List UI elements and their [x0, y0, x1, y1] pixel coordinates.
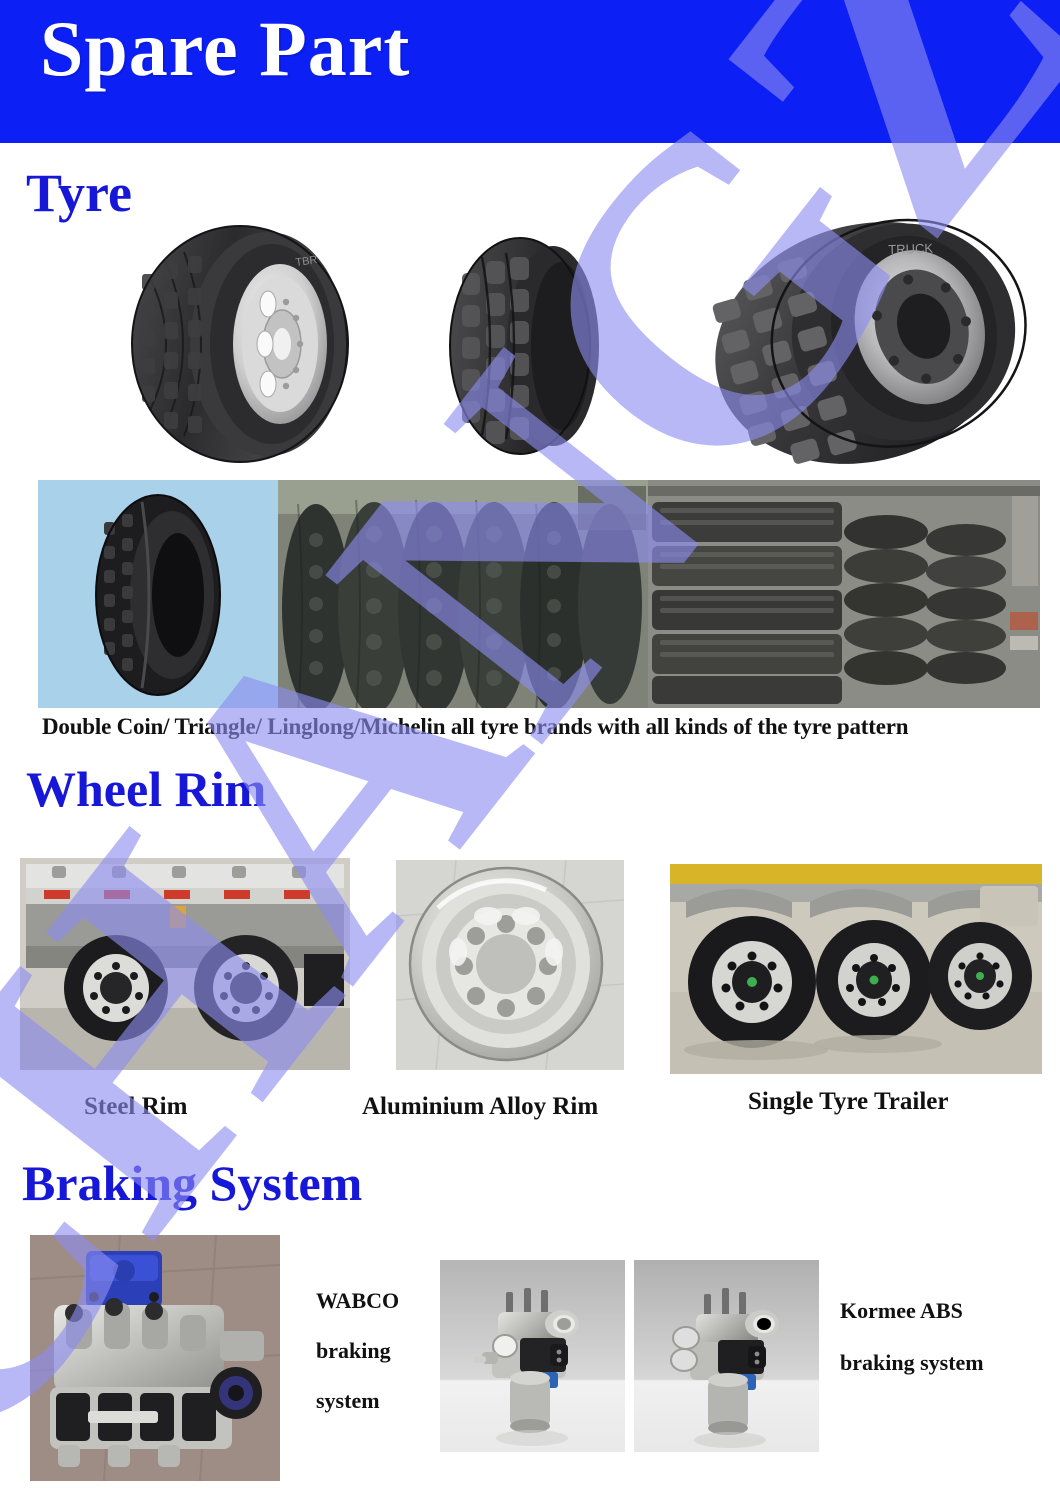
svg-text:TRUCK: TRUCK	[888, 241, 934, 258]
tyre-image-bias-tyre-on-blue-background	[38, 480, 278, 708]
tyre-image-tyre-warehouse-stock	[648, 480, 1040, 708]
tyre-image-truck-tyre-with-steel-wheel: TBR	[120, 218, 360, 468]
kormee-label-line-2: braking system	[840, 1350, 984, 1375]
section-heading-wheel-rim: Wheel Rim	[26, 761, 267, 817]
tyre-image-off-road-lug-tyre: TRUCK	[700, 208, 1030, 478]
brake-image-kormee-abs-valve-front	[440, 1260, 625, 1452]
tyre-section-caption: Double Coin/ Triangle/ Linglong/Michelin…	[42, 714, 909, 739]
page-header-banner: Spare Part	[0, 0, 1060, 143]
rim-image-single-tyre-trailer-axles	[670, 864, 1042, 1074]
page-title: Spare Part	[40, 5, 411, 92]
caption-steel-rim: Steel Rim	[84, 1093, 188, 1120]
brake-image-kormee-abs-valve-angle	[634, 1260, 819, 1452]
rim-image-trailer-steel-rims	[20, 858, 350, 1070]
section-heading-tyre: Tyre	[26, 163, 132, 223]
section-heading-braking-system: Braking System	[22, 1155, 363, 1211]
wabco-label-line-3: system	[316, 1388, 380, 1413]
rim-image-alloy-rim-closeup	[396, 860, 624, 1070]
wabco-label-line-1: WABCO	[316, 1288, 400, 1313]
tyre-image-stacked-tyres-row	[278, 480, 648, 708]
brake-label-kormee: Kormee ABS braking system	[840, 1285, 984, 1389]
brake-image-wabco-abs-valve-assembly	[30, 1235, 280, 1481]
brake-label-wabco: WABCO braking system	[316, 1276, 399, 1426]
caption-aluminium-alloy-rim: Aluminium Alloy Rim	[362, 1093, 599, 1120]
tyre-image-block-pattern-tyre	[448, 235, 606, 457]
wabco-label-line-2: braking	[316, 1338, 391, 1363]
caption-single-tyre-trailer: Single Tyre Trailer	[748, 1088, 949, 1115]
svg-text:TBR: TBR	[295, 254, 319, 269]
kormee-label-line-1: Kormee ABS	[840, 1298, 963, 1323]
